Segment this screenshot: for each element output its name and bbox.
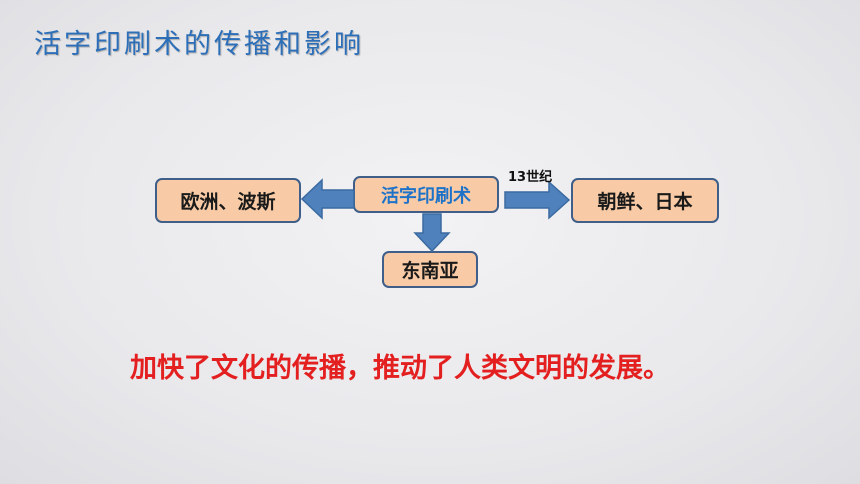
slide-title: 活字印刷术的传播和影响 xyxy=(34,29,364,60)
arrow-right xyxy=(504,180,571,220)
box-europe-persia: 欧洲、波斯 xyxy=(155,178,301,223)
arrow-left xyxy=(300,178,355,220)
arrow-label-13th-century: 13世纪 xyxy=(508,170,553,185)
center-box-movable-type: 活字印刷术 xyxy=(353,176,499,213)
arrow-down xyxy=(413,213,451,253)
box-korea-japan: 朝鲜、日本 xyxy=(571,178,719,223)
conclusion-text: 加快了文化的传播，推动了人类文明的发展。 xyxy=(130,353,670,384)
box-southeast-asia: 东南亚 xyxy=(382,251,478,288)
